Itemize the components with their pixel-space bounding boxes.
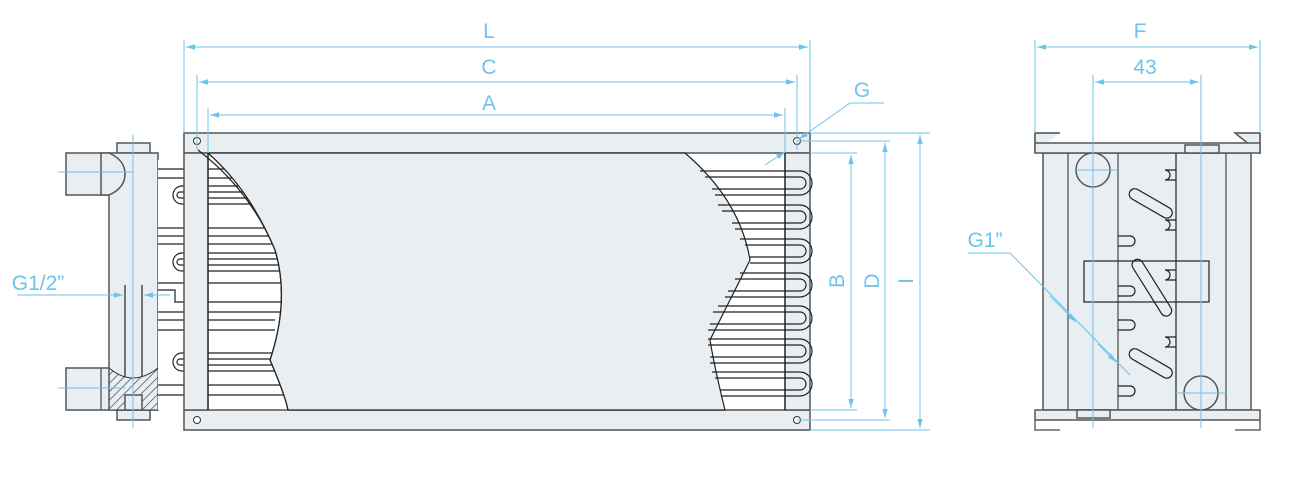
dim-label-G: G (854, 79, 870, 102)
dim-label-B: B (826, 274, 849, 288)
side-dimension-lines (968, 40, 1261, 428)
header-manifold (65, 142, 159, 421)
dim-label-I: I (895, 278, 918, 284)
front-dimension-lines (17, 40, 930, 431)
dim-label-inlet-thread: G1/2” (12, 272, 65, 295)
dim-label-43: 43 (1133, 56, 1156, 79)
dim-label-D: D (861, 273, 884, 288)
dim-label-F: F (1134, 20, 1147, 43)
dim-label-outlet-thread: G1” (967, 229, 1002, 252)
coil-frame (183, 132, 813, 431)
front-view: L C A G B D I G1/2” (12, 20, 930, 431)
side-view: F 43 G1” (967, 20, 1261, 431)
tube-bundle-right (700, 170, 813, 397)
dim-label-L: L (483, 20, 495, 43)
dim-label-C: C (481, 56, 496, 79)
tube-bends (1083, 169, 1210, 397)
dim-label-A: A (482, 92, 496, 115)
